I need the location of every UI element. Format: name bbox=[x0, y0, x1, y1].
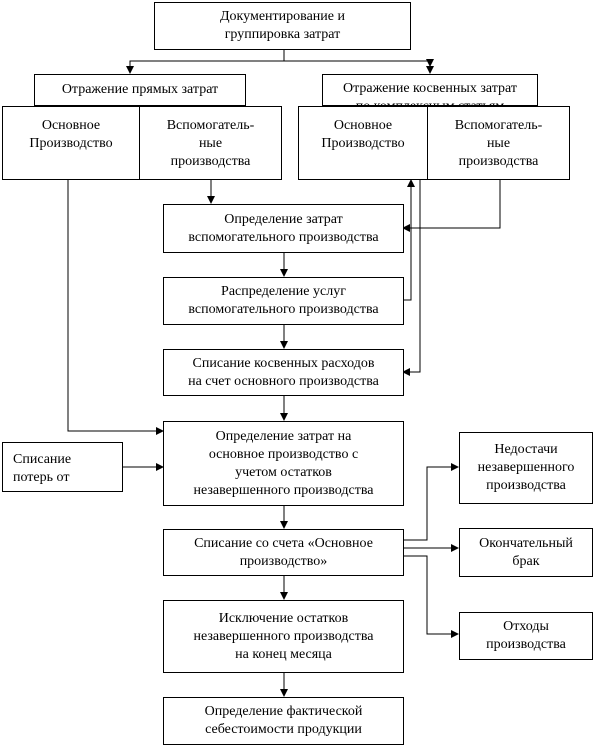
loss-writeoff-box: Списание потерь от bbox=[2, 442, 123, 492]
link-writeoff-to-shortages bbox=[403, 463, 459, 541]
indirect-main-box: Основное Производство bbox=[298, 106, 428, 180]
link-direct-main-to-main-cost bbox=[67, 180, 164, 435]
final-defect-label: Окончательный брак bbox=[479, 535, 573, 569]
link-indirect-aux-to-aux-cost bbox=[402, 180, 501, 232]
actual-cost-label: Определение фактической себестоимости пр… bbox=[204, 704, 363, 737]
link-indirect-main-to-writeoff bbox=[402, 180, 421, 376]
link-top-split bbox=[129, 50, 430, 66]
writeoff-main-account-box: Списание со счета «Основное производство… bbox=[163, 529, 404, 576]
final-defect-box: Окончательный брак bbox=[459, 528, 593, 577]
link-writeoff-to-production-waste bbox=[403, 555, 459, 638]
direct-aux-label: Вспомогатель- ные производства bbox=[166, 118, 255, 169]
indirect-aux-label: Вспомогатель- ные производства bbox=[454, 118, 543, 169]
shortages-label: Недостачи незавершенного производства bbox=[477, 442, 575, 493]
documenting-box: Документирование и группировка затрат bbox=[154, 2, 411, 50]
main-cost-determination-box: Определение затрат на основное производс… bbox=[163, 421, 404, 506]
aux-services-distribution-box: Распределение услуг вспомогательного про… bbox=[163, 277, 404, 325]
indirect-aux-box: Вспомогатель- ные производства bbox=[427, 106, 570, 180]
production-waste-label: Отходы производства bbox=[486, 619, 566, 652]
indirect-costs-box: Отражение косвенных затрат по комплексны… bbox=[322, 74, 538, 106]
wip-exclusion-box: Исключение остатков незавершенного произ… bbox=[163, 600, 404, 673]
indirect-writeoff-label: Списание косвенных расходов на счет осно… bbox=[188, 355, 379, 389]
direct-main-box: Основное Производство bbox=[2, 106, 140, 180]
actual-cost-box: Определение фактической себестоимости пр… bbox=[163, 697, 404, 745]
aux-services-distribution-label: Распределение услуг вспомогательного про… bbox=[188, 284, 379, 317]
link-distribution-to-indirect-main bbox=[403, 179, 415, 301]
production-waste-box: Отходы производства bbox=[459, 612, 593, 660]
indirect-costs-label: Отражение косвенных затрат по комплексны… bbox=[343, 81, 517, 105]
aux-cost-determination-label: Определение затрат вспомогательного прои… bbox=[188, 211, 379, 245]
indirect-main-label: Основное Производство bbox=[321, 118, 405, 151]
aux-cost-determination-box: Определение затрат вспомогательного прои… bbox=[163, 204, 404, 253]
writeoff-main-account-label: Списание со счета «Основное производство… bbox=[194, 535, 373, 569]
shortages-box: Недостачи незавершенного производства bbox=[459, 432, 593, 504]
direct-costs-box: Отражение прямых затрат bbox=[34, 74, 246, 106]
main-cost-determination-label: Определение затрат на основное производс… bbox=[193, 428, 374, 498]
loss-writeoff-label: Списание потерь от bbox=[13, 452, 72, 485]
direct-costs-label: Отражение прямых затрат bbox=[61, 82, 219, 97]
indirect-writeoff-box: Списание косвенных расходов на счет осно… bbox=[163, 349, 404, 396]
documenting-label: Документирование и группировка затрат bbox=[220, 9, 345, 42]
wip-exclusion-label: Исключение остатков незавершенного произ… bbox=[193, 610, 374, 662]
direct-main-label: Основное Производство bbox=[29, 118, 113, 151]
direct-aux-box: Вспомогатель- ные производства bbox=[139, 106, 282, 180]
